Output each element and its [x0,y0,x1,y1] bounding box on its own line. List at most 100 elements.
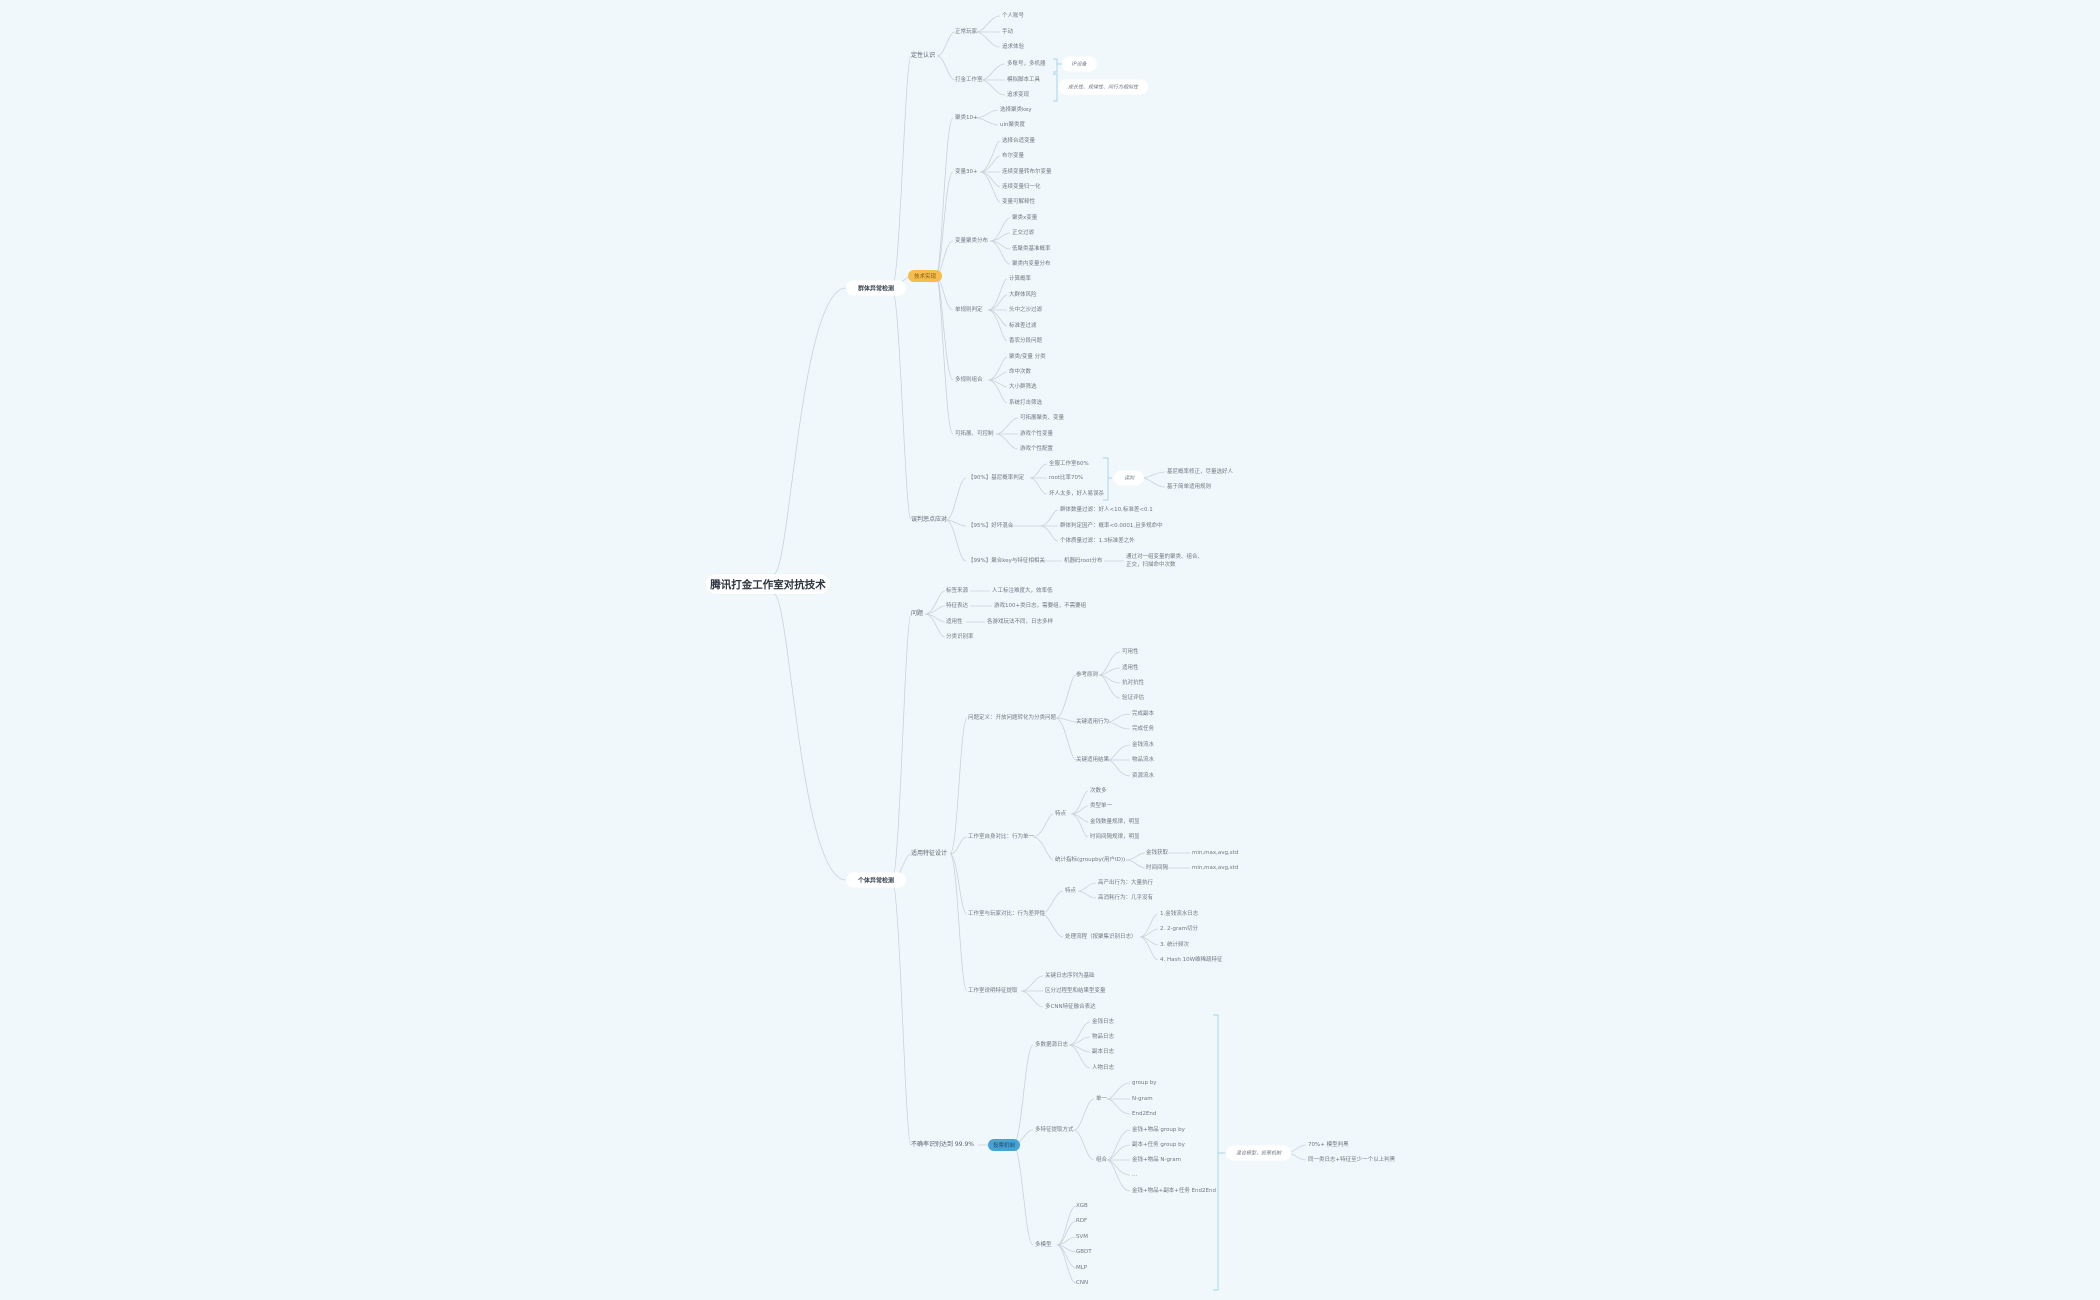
leaf[interactable]: N-gram [1132,1096,1153,1102]
leaf[interactable]: root比率70% [1049,475,1084,481]
note-combined-model[interactable]: 混合模型，投票机制 [1226,1145,1292,1161]
node-trait[interactable]: 特点 [1065,888,1077,894]
node-rule-90[interactable]: 【90%】基尼概率判定 [968,475,1025,481]
leaf[interactable]: 金钱+物品+副本+任务 End2End [1132,1188,1216,1194]
leaf[interactable]: 群体数量过滤：好人<10,标准差<0.1 [1060,507,1153,513]
leaf[interactable]: 验证评估 [1122,695,1145,701]
tag-voting[interactable]: 投票机制 [988,1139,1021,1151]
node-flow[interactable]: 处理流程（按聚集识别日志） [1065,934,1137,940]
leaf[interactable]: 个体质量过滤：1.3标准差之外 [1060,538,1135,544]
leaf[interactable]: 变量可解释性 [1002,199,1036,205]
node-normal-player[interactable]: 正常玩家 [955,29,978,35]
node-sources[interactable]: 多数据源日志 [1035,1042,1069,1048]
node-self-compare[interactable]: 工作室自身对比：行为单一 [968,834,1035,840]
leaf[interactable]: 选择聚类key [1000,107,1032,113]
leaf[interactable]: 物品流水 [1132,757,1155,763]
leaf-detail[interactable]: 游戏100+类日志，需要组，不需要组 [994,603,1087,609]
leaf[interactable]: ... [1132,1172,1138,1178]
leaf[interactable]: 资源流水 [1132,773,1155,779]
node-configurable[interactable]: 可拓展、可控制 [955,431,994,437]
leaf[interactable]: 关键日志序列为基础 [1045,973,1095,979]
node-group-detection[interactable]: 群体异常检测 [846,280,907,296]
root-node[interactable]: 腾讯打金工作室对抗技术 [706,574,830,594]
leaf[interactable]: 布尔变量 [1002,153,1025,159]
leaf[interactable]: 群体判定因产：概率<0.0001,且多规命中 [1060,523,1163,529]
node-individual-detection[interactable]: 个体异常检测 [846,872,907,888]
leaf[interactable]: 选择合适变量 [1002,138,1036,144]
leaf[interactable]: 区分过程型和结果型变量 [1045,988,1106,994]
leaf[interactable]: 计算概率 [1009,276,1032,282]
node-single[interactable]: 单一 [1096,1096,1108,1102]
note-ip-device[interactable]: IP设备 [1062,56,1097,72]
leaf[interactable]: 正交过滤 [1012,230,1035,236]
node-key-result[interactable]: 关键适用结果 [1076,757,1110,763]
node-feature-design[interactable]: 适用特征设计 [911,850,948,857]
leaf[interactable]: SVM [1076,1234,1088,1240]
node-models[interactable]: 多模型 [1035,1242,1052,1248]
leaf[interactable]: End2End [1132,1111,1157,1117]
leaf[interactable]: 类型单一 [1090,803,1113,809]
node-rule-95[interactable]: 【95%】好坏混合 [968,523,1014,529]
leaf[interactable]: 高产出行为：大量执行 [1098,880,1154,886]
leaf[interactable]: 聚类/变量 分类 [1009,354,1046,360]
leaf[interactable]: 完成副本 [1132,711,1155,717]
leaf[interactable]: 标准差过滤 [1009,323,1037,329]
node-multi-rule[interactable]: 多规则组合 [955,377,983,383]
leaf[interactable]: 1.金钱流水日志 [1160,911,1199,917]
leaf[interactable]: 大群体风险 [1009,292,1037,298]
leaf[interactable]: 人物日志 [1092,1065,1115,1071]
leaf[interactable]: 全服工作室60% [1049,461,1089,467]
leaf[interactable]: 基尼概率修正，尽量选好人 [1167,469,1234,475]
leaf[interactable]: 标签来源 [946,588,969,594]
node-single-rule[interactable]: 单规则判定 [955,307,983,313]
leaf[interactable]: 连续变量归一化 [1002,184,1041,190]
leaf[interactable]: 大小群筛选 [1009,384,1037,390]
leaf[interactable]: 特征表达 [946,603,969,609]
leaf[interactable]: 个人账号 [1002,13,1025,19]
leaf[interactable]: group by [1132,1080,1157,1086]
leaf[interactable]: 时间间隔规律，明显 [1090,834,1140,840]
node-variables[interactable]: 变量30+ [955,169,978,175]
node-extract[interactable]: 工作室说明特征提取 [968,988,1018,994]
leaf[interactable]: 坏人太多，好人易误杀 [1049,491,1105,497]
node-stat-index[interactable]: 统计指标(groupby(用户ID)) [1055,857,1126,863]
leaf[interactable]: RDF [1076,1218,1088,1224]
node-misjudge[interactable]: 误判惩点应对 [911,516,948,523]
note-misjudge[interactable]: 误判 [1114,470,1145,486]
leaf[interactable]: 金钱日志 [1092,1019,1115,1025]
node-studio[interactable]: 打金工作室 [955,77,983,83]
leaf[interactable]: 物品日志 [1092,1034,1115,1040]
leaf[interactable]: 追求变现 [1007,92,1030,98]
node-combo[interactable]: 组合 [1096,1157,1108,1163]
leaf[interactable]: 基于简单适用规则 [1167,484,1212,490]
leaf[interactable]: 同一类日志+特征至少一个以上判黑 [1308,1157,1396,1163]
leaf[interactable]: 70%+ 模型判黑 [1308,1142,1349,1148]
node-key-behavior[interactable]: 关键适用行为 [1076,719,1110,725]
leaf[interactable]: 抗对抗性 [1122,680,1145,686]
node-ref-principle[interactable]: 参考原则 [1076,672,1099,678]
leaf[interactable]: GBDT [1076,1249,1092,1255]
leaf[interactable]: 金钱+物品 group by [1132,1127,1185,1133]
leaf[interactable]: 可用性 [1122,649,1139,655]
leaf-detail[interactable]: min,max,avg,std [1192,865,1239,871]
leaf[interactable]: 可拓展聚类、变量 [1020,415,1065,421]
leaf-detail[interactable]: min,max,avg,std [1192,850,1239,856]
leaf[interactable]: 时间间隔 [1146,865,1169,871]
note-growth[interactable]: 成长性、规律性、同行为相似性 [1058,79,1149,95]
leaf[interactable]: 模拟脚本工具 [1007,77,1041,83]
leaf[interactable]: 多CNN特征融合表达 [1045,1004,1096,1010]
leaf[interactable]: 手动 [1002,29,1014,35]
leaf[interactable]: 机器码root分布 [1064,558,1103,564]
leaf[interactable]: 完成任务 [1132,726,1155,732]
leaf[interactable]: 2. 2-gram切分 [1160,926,1198,932]
leaf[interactable]: 游戏个性变量 [1020,431,1054,437]
leaf[interactable]: 低聚类基准概率 [1012,246,1051,252]
leaf[interactable]: 次数多 [1090,788,1107,794]
leaf[interactable]: 头中之沙过滤 [1009,307,1043,313]
leaf[interactable]: 4. Hash 10W维稀疏特征 [1160,957,1223,963]
leaf[interactable]: 聚类内变量分布 [1012,261,1051,267]
node-agg-key[interactable]: 聚类10+ [955,115,978,121]
leaf[interactable]: XGB [1076,1203,1088,1209]
leaf[interactable]: 适用性 [946,619,963,625]
node-trait[interactable]: 特点 [1055,811,1067,817]
